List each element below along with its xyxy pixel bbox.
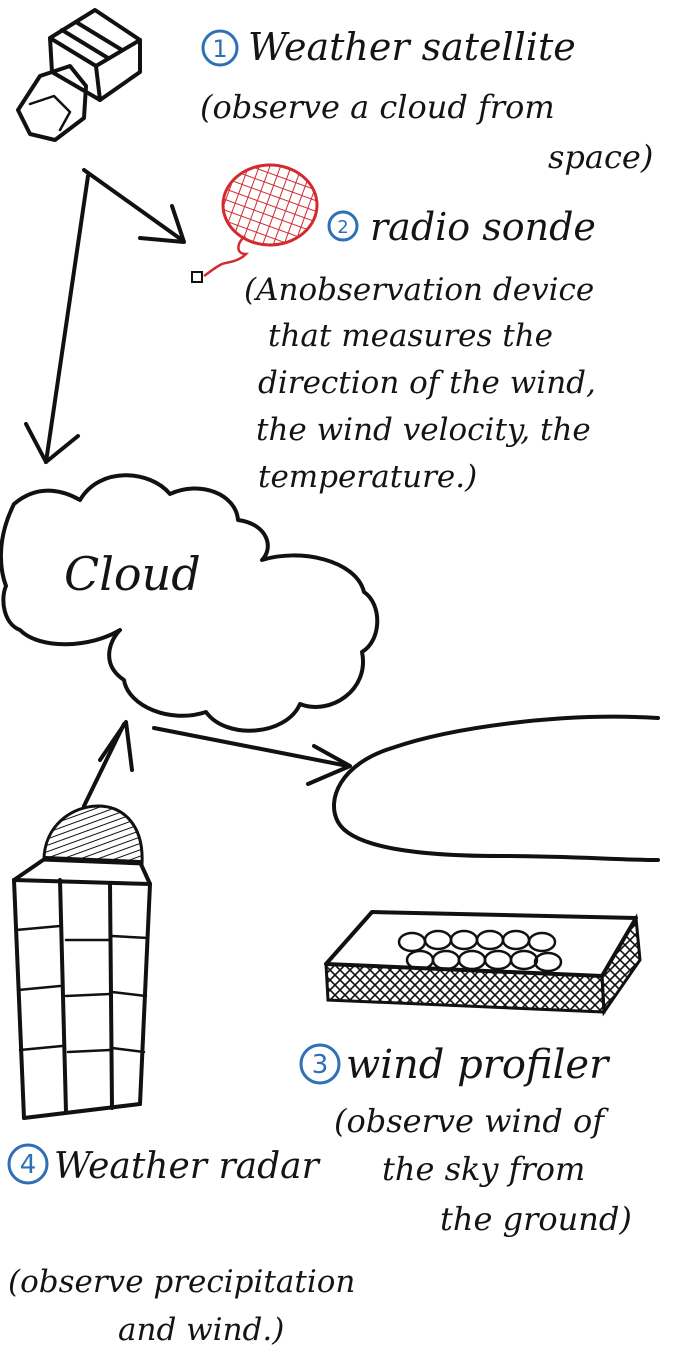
radiosonde-number: 2 [337, 217, 348, 238]
wind-profiler-title: wind profiler [346, 1042, 611, 1088]
arrow-satellite-to-radiosonde [84, 170, 184, 242]
wind-profiler-label: 3 wind profiler (observe wind of the sky… [301, 1042, 632, 1238]
weather-radar-title: Weather radar [54, 1146, 321, 1187]
arrow-cloud-to-wind [154, 728, 350, 784]
wind-flow-shape [334, 717, 658, 860]
wind-profiler-number: 3 [312, 1050, 329, 1080]
antenna-array [399, 931, 561, 971]
satellite-label: 1 Weather satellite (observe a cloud fro… [200, 25, 653, 176]
radiosonde-desc-line5: temperature.) [258, 459, 477, 495]
satellite-title: Weather satellite [248, 25, 576, 69]
weather-satellite-icon [18, 10, 140, 140]
arrow-satellite-to-cloud [26, 176, 88, 462]
weather-radar-desc-line1: (observe precipitation [8, 1264, 355, 1300]
radiosonde-label: 2 radio sonde (Anobservation device that… [244, 205, 596, 495]
cloud-label: Cloud [64, 547, 201, 601]
wind-profiler-desc-line1: (observe wind of [334, 1102, 609, 1140]
cloud-shape [1, 475, 377, 730]
weather-radar-icon [14, 806, 150, 1118]
wind-profiler-desc-line3: the ground) [440, 1200, 632, 1238]
weather-radar-label: 4 Weather radar (observe precipitation a… [8, 1145, 355, 1348]
wind-profiler-desc-line2: the sky from [382, 1150, 585, 1188]
satellite-number: 1 [212, 35, 227, 63]
weather-radar-desc-line2: and wind.) [118, 1312, 284, 1348]
radiosonde-desc-line1: (Anobservation device [244, 272, 594, 308]
arrow-radar-to-cloud [84, 722, 132, 806]
wind-profiler-icon [326, 912, 640, 1012]
radiosonde-balloon-icon [192, 165, 317, 282]
radiosonde-desc-line4: the wind velocity, the [256, 412, 591, 448]
satellite-desc-line2: space) [548, 138, 653, 176]
radiosonde-desc-line2: that measures the [268, 318, 553, 354]
radiosonde-desc-line3: direction of the wind, [258, 365, 596, 401]
weather-radar-number: 4 [20, 1150, 37, 1180]
radiosonde-title: radio sonde [370, 205, 596, 249]
satellite-desc-line1: (observe a cloud from [200, 88, 555, 126]
